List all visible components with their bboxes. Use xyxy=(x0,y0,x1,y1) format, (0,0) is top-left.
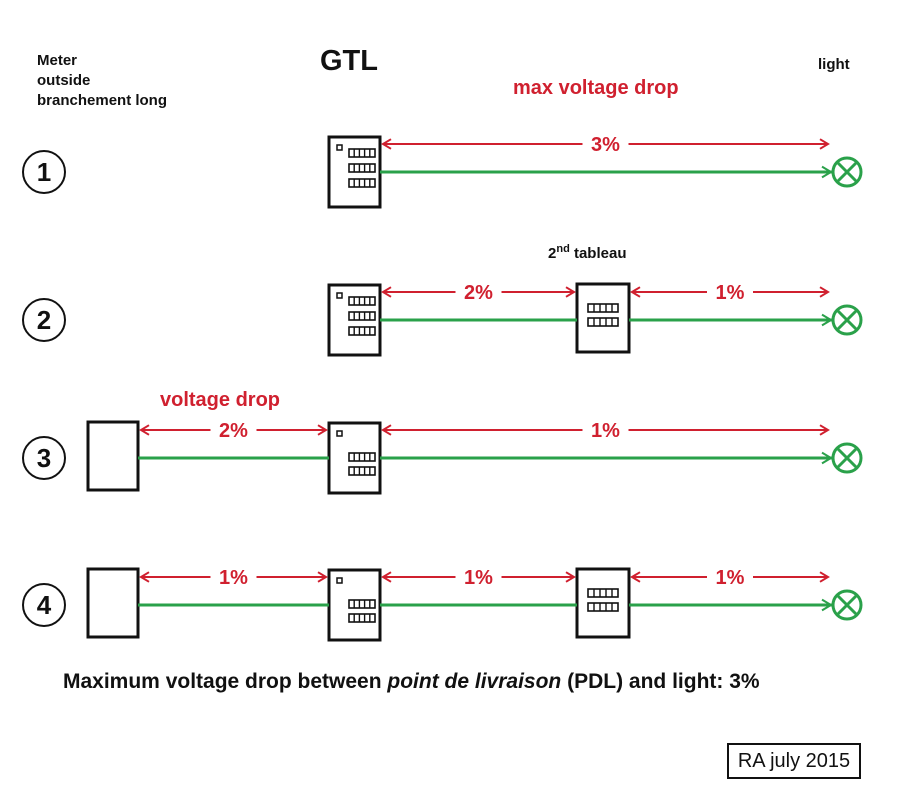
summary-italic-term: point de livraison xyxy=(387,670,562,693)
wire-arrow-head xyxy=(821,451,833,465)
drop-arrow-head-right xyxy=(819,571,830,583)
breaker-row xyxy=(348,613,376,623)
light-symbol xyxy=(831,156,863,188)
scenario-number-circle xyxy=(22,150,66,194)
enclosure xyxy=(575,567,631,639)
drop-arrow-head-left xyxy=(381,286,392,298)
drop-percentage-label: 1% xyxy=(716,282,745,304)
second-tableau-panel xyxy=(575,567,631,639)
drop-arrow-head-right xyxy=(565,286,576,298)
wire-arrow-head xyxy=(821,165,833,179)
drop-arrow-head-right xyxy=(819,424,830,436)
light-label: light xyxy=(818,56,850,73)
second-tableau-label: 2nd tableau xyxy=(548,243,626,262)
meter-box xyxy=(86,567,140,639)
gtl-panel xyxy=(327,283,382,357)
indicator-square xyxy=(336,577,343,584)
light-cross xyxy=(835,160,859,184)
drop-arrow-head-right xyxy=(565,571,576,583)
drop-arrow-head-left xyxy=(381,424,392,436)
breaker-row xyxy=(348,326,376,336)
indicator-square xyxy=(336,292,343,299)
scenario-number: 3 xyxy=(37,443,51,473)
drop-arrow-head-left xyxy=(139,571,150,583)
voltage-drop-label: voltage drop xyxy=(160,389,281,411)
scenario-number-circle xyxy=(22,298,66,342)
light-cross xyxy=(835,446,859,470)
breaker-row xyxy=(348,466,376,476)
ordinal-number: 2 xyxy=(548,245,557,262)
meter-label-line: outside xyxy=(37,72,91,89)
drop-percentage-label: 1% xyxy=(591,420,620,442)
gtl-panel xyxy=(327,568,382,642)
breaker-row xyxy=(587,602,619,612)
scenario-number: 2 xyxy=(37,305,51,335)
gtl-panel xyxy=(327,421,382,495)
meter-box xyxy=(86,420,140,492)
summary-prefix: Maximum voltage drop between xyxy=(63,670,388,693)
light-symbol xyxy=(831,589,863,621)
breaker-row xyxy=(348,599,376,609)
enclosure xyxy=(86,420,140,492)
author-credit-box: RA july 2015 xyxy=(727,743,861,779)
drop-arrow-head-left xyxy=(139,424,150,436)
drop-percentage-label: 1% xyxy=(219,567,248,589)
scenario-number-circle xyxy=(22,583,66,627)
gtl-title: GTL xyxy=(320,45,378,77)
scenario-number: 4 xyxy=(37,590,52,620)
scenario-number-circle xyxy=(22,436,66,480)
max-voltage-drop-label: max voltage drop xyxy=(513,77,679,99)
breaker-row xyxy=(348,148,376,158)
drop-arrow-head-right xyxy=(819,138,830,150)
breaker-row xyxy=(348,311,376,321)
drop-arrow-head-right xyxy=(317,571,328,583)
summary-suffix: (PDL) and light: 3% xyxy=(561,670,760,693)
indicator-square xyxy=(336,430,343,437)
summary-caption: Maximum voltage drop between point de li… xyxy=(63,670,760,694)
light-symbol xyxy=(831,304,863,336)
scenario-number: 1 xyxy=(37,157,51,187)
indicator-square xyxy=(336,144,343,151)
drop-arrow-head-left xyxy=(630,286,641,298)
breaker-row xyxy=(587,317,619,327)
meter-label-line: Meter xyxy=(37,52,78,69)
breaker-row xyxy=(587,588,619,598)
drop-arrow-head-right xyxy=(317,424,328,436)
drop-percentage-label: 1% xyxy=(464,567,493,589)
light-cross xyxy=(835,308,859,332)
breaker-row xyxy=(348,452,376,462)
drop-arrow-head-left xyxy=(381,138,392,150)
breaker-row xyxy=(348,178,376,188)
drop-percentage-label: 2% xyxy=(464,282,493,304)
light-symbol xyxy=(831,442,863,474)
second-tableau-panel xyxy=(575,282,631,354)
wire-arrow-head xyxy=(821,313,833,327)
meter-label-line: branchement long xyxy=(37,92,168,109)
breaker-row xyxy=(348,163,376,173)
tableau-word: tableau xyxy=(573,245,627,262)
drop-arrow-head-left xyxy=(381,571,392,583)
drop-percentage-label: 3% xyxy=(591,134,620,156)
light-cross xyxy=(835,593,859,617)
breaker-row xyxy=(587,303,619,313)
ordinal-suffix: nd xyxy=(556,243,570,255)
wire-arrow-head xyxy=(821,598,833,612)
drop-percentage-label: 1% xyxy=(716,567,745,589)
drop-percentage-label: 2% xyxy=(219,420,248,442)
drop-arrow-head-right xyxy=(819,286,830,298)
breaker-row xyxy=(348,296,376,306)
meter-outside-label: Meter outside branchement long xyxy=(37,51,167,111)
drop-arrow-head-left xyxy=(630,571,641,583)
gtl-panel xyxy=(327,135,382,209)
enclosure xyxy=(86,567,140,639)
